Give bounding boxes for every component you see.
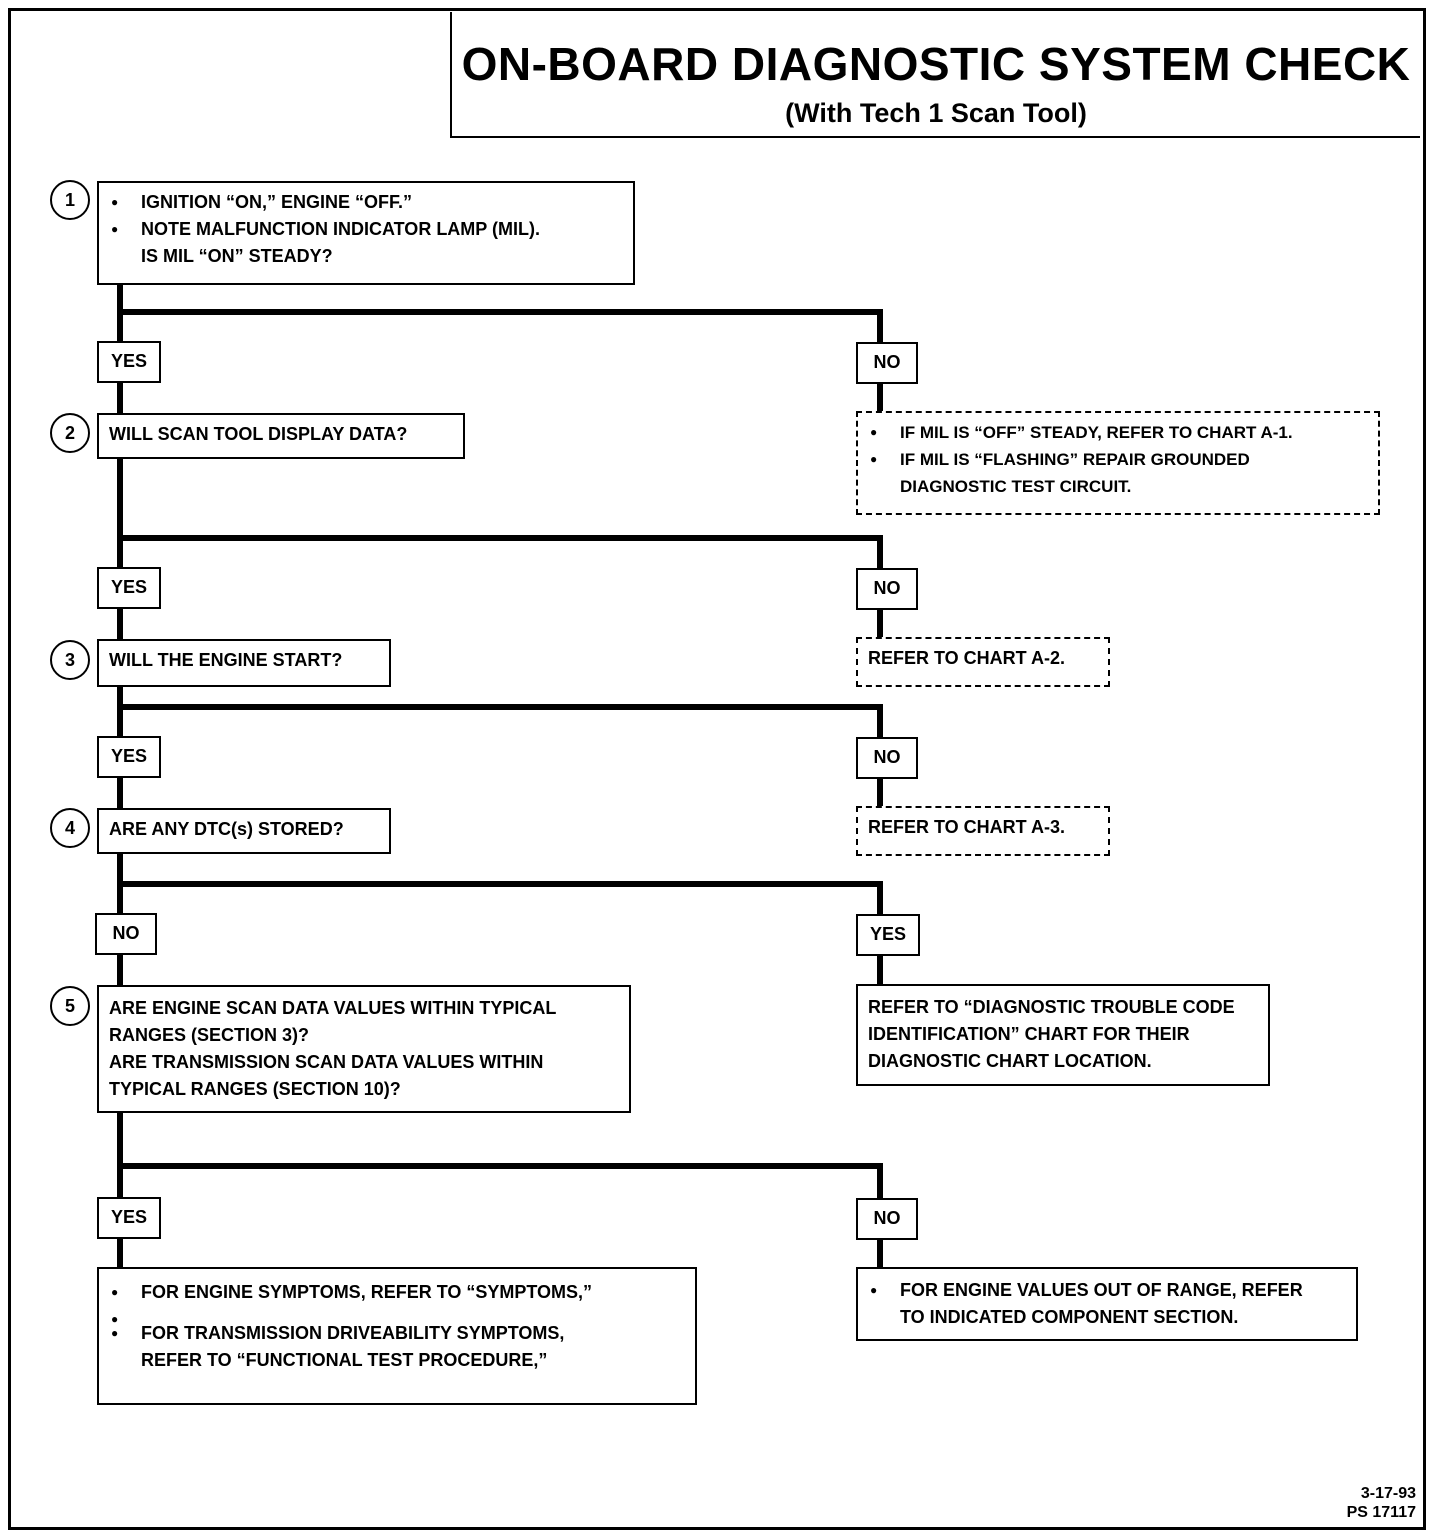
step-1-line-2: NOTE MALFUNCTION INDICATOR LAMP (MIL). I…	[109, 216, 623, 270]
figure-date: 3-17-93	[1360, 1485, 1416, 1502]
outcome-dtc-box: REFER TO “DIAGNOSTIC TROUBLE CODE IDENTI…	[856, 984, 1270, 1086]
step-2-text: WILL SCAN TOOL DISPLAY DATA?	[109, 424, 408, 444]
step-number-5: 5	[50, 986, 90, 1026]
step-number-2: 2	[50, 413, 90, 453]
branch-label-4-right: YES	[856, 914, 920, 956]
step-number-3: 3	[50, 640, 90, 680]
branch-label-2-right: NO	[856, 568, 918, 610]
step-3-box: WILL THE ENGINE START?	[97, 639, 391, 687]
outcome-out-of-range-line: FOR ENGINE VALUES OUT OF RANGE, REFER TO…	[868, 1277, 1346, 1331]
branch-label-2-left: YES	[97, 567, 161, 609]
step-5-line-1: ARE ENGINE SCAN DATA VALUES WITHIN TYPIC…	[109, 998, 557, 1045]
branch-label-5-right: NO	[856, 1198, 918, 1240]
outcome-chart-a2-box: REFER TO CHART A-2.	[856, 637, 1110, 687]
outcome-mil-line-1: IF MIL IS “OFF” STEADY, REFER TO CHART A…	[868, 419, 1368, 446]
title-block: ON-BOARD DIAGNOSTIC SYSTEM CHECK (With T…	[450, 12, 1420, 138]
branch-label-1-right: NO	[856, 342, 918, 384]
branch-label-5-left: YES	[97, 1197, 161, 1239]
outcome-chart-a3-box: REFER TO CHART A-3.	[856, 806, 1110, 856]
step-5-box: ARE ENGINE SCAN DATA VALUES WITHIN TYPIC…	[97, 985, 631, 1113]
step-3-text: WILL THE ENGINE START?	[109, 650, 343, 670]
figure-id: PS 17117	[1346, 1504, 1416, 1521]
outcome-chart-a3-text: REFER TO CHART A-3.	[868, 817, 1066, 837]
branch-label-3-left: YES	[97, 736, 161, 778]
outcome-chart-a2-text: REFER TO CHART A-2.	[868, 648, 1066, 668]
outcome-out-of-range-box: FOR ENGINE VALUES OUT OF RANGE, REFER TO…	[856, 1267, 1358, 1341]
page-subtitle: (With Tech 1 Scan Tool)	[785, 98, 1087, 128]
page-title: ON-BOARD DIAGNOSTIC SYSTEM CHECK	[461, 38, 1411, 90]
branch-label-4-left: NO	[95, 913, 157, 955]
outcome-symptoms-line-2: FOR TRANSMISSION DRIVEABILITY SYMPTOMS, …	[109, 1320, 685, 1374]
outcome-symptoms-box: FOR ENGINE SYMPTOMS, REFER TO “SYMPTOMS,…	[97, 1267, 697, 1405]
outcome-dtc-text: REFER TO “DIAGNOSTIC TROUBLE CODE IDENTI…	[868, 997, 1235, 1071]
branch-label-3-right: NO	[856, 737, 918, 779]
page-frame	[8, 8, 1426, 1530]
outcome-symptoms-line-1: FOR ENGINE SYMPTOMS, REFER TO “SYMPTOMS,…	[109, 1279, 685, 1306]
figure-reference: 3-17-93 PS 17117	[1347, 1484, 1416, 1522]
branch-label-1-left: YES	[97, 341, 161, 383]
outcome-mil-box: IF MIL IS “OFF” STEADY, REFER TO CHART A…	[856, 411, 1380, 515]
step-number-1: 1	[50, 180, 90, 220]
step-2-box: WILL SCAN TOOL DISPLAY DATA?	[97, 413, 465, 459]
step-4-text: ARE ANY DTC(s) STORED?	[109, 819, 344, 839]
outcome-symptoms-spacer	[109, 1306, 685, 1333]
step-5-line-2: ARE TRANSMISSION SCAN DATA VALUES WITHIN…	[109, 1052, 544, 1099]
step-1-line-1: IGNITION “ON,” ENGINE “OFF.”	[109, 189, 623, 216]
outcome-mil-line-2: IF MIL IS “FLASHING” REPAIR GROUNDED DIA…	[868, 446, 1368, 500]
step-number-4: 4	[50, 808, 90, 848]
step-4-box: ARE ANY DTC(s) STORED?	[97, 808, 391, 854]
step-1-box: IGNITION “ON,” ENGINE “OFF.” NOTE MALFUN…	[97, 181, 635, 285]
